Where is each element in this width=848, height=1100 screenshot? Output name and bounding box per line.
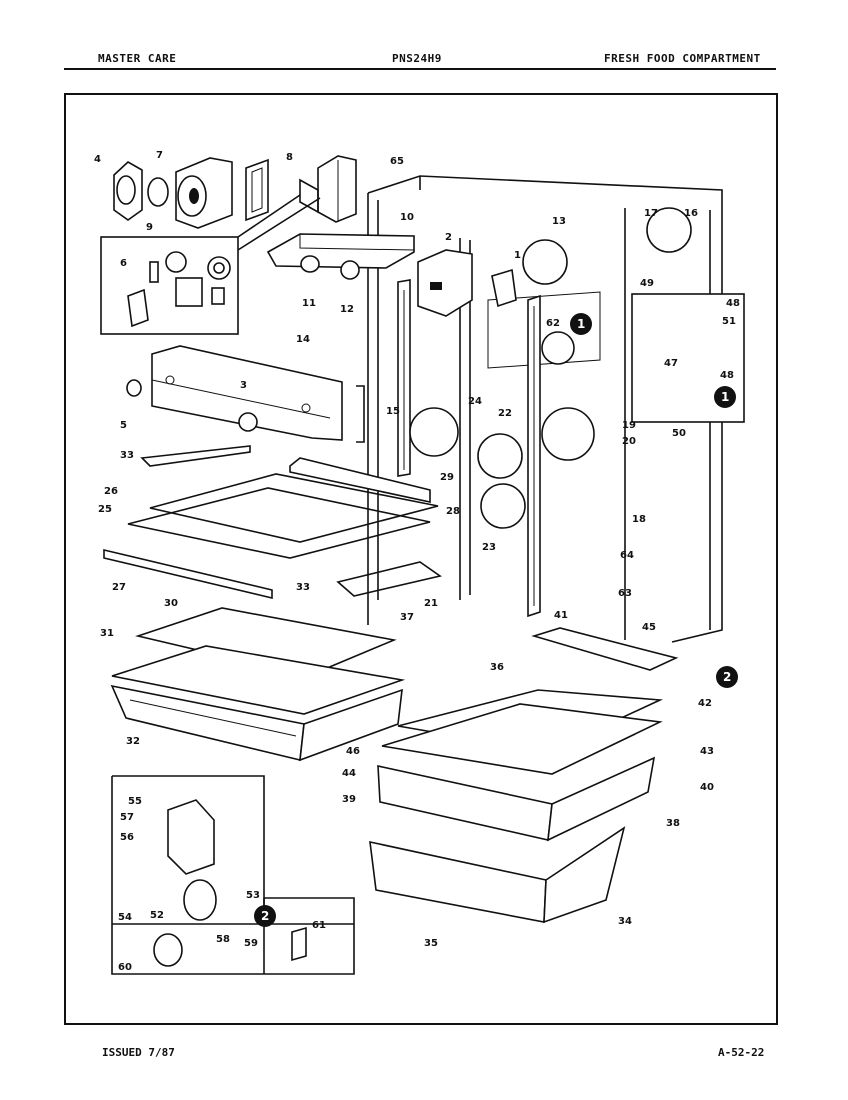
- part-number-22: 22: [498, 408, 512, 419]
- issue-date: ISSUED 7/87: [102, 1046, 175, 1059]
- part-number-8: 8: [286, 152, 293, 163]
- part-number-63: 63: [618, 588, 632, 599]
- part-number-59: 59: [244, 938, 258, 949]
- section-title: FRESH FOOD COMPARTMENT: [604, 52, 761, 65]
- part-number-13: 13: [552, 216, 566, 227]
- part-number-33: 33: [120, 450, 134, 461]
- part-number-2: 2: [445, 232, 452, 243]
- part-number-14: 14: [296, 334, 310, 345]
- part-number-4: 4: [94, 154, 101, 165]
- part-number-46: 46: [346, 746, 360, 757]
- part-number-15: 15: [386, 406, 400, 417]
- part-number-43: 43: [700, 746, 714, 757]
- roller-inset: [111, 775, 355, 975]
- part-number-50: 50: [672, 428, 686, 439]
- part-number-62: 62: [546, 318, 560, 329]
- part-number-61: 61: [312, 920, 326, 931]
- part-number-1: 1: [514, 250, 521, 261]
- part-number-28: 28: [446, 506, 460, 517]
- header-rule: [64, 68, 776, 70]
- part-number-20: 20: [622, 436, 636, 447]
- part-number-17: 17: [644, 208, 658, 219]
- part-number-57: 57: [120, 812, 134, 823]
- callout-1b-icon: [714, 386, 736, 408]
- callout-label: 2: [261, 909, 269, 923]
- part-number-34: 34: [618, 916, 632, 927]
- part-number-26: 26: [104, 486, 118, 497]
- part-number-65: 65: [390, 156, 404, 167]
- part-number-55: 55: [128, 796, 142, 807]
- control-parts: [266, 233, 517, 317]
- duct-cover: [126, 345, 365, 443]
- brand-label: MASTER CARE: [98, 52, 177, 65]
- part-number-44: 44: [342, 768, 356, 779]
- part-number-6: 6: [120, 258, 127, 269]
- part-number-21: 21: [424, 598, 438, 609]
- part-number-64: 64: [620, 550, 634, 561]
- part-number-18: 18: [632, 514, 646, 525]
- part-number-40: 40: [700, 782, 714, 793]
- part-number-54: 54: [118, 912, 132, 923]
- part-number-39: 39: [342, 794, 356, 805]
- part-number-11: 11: [302, 298, 316, 309]
- part-number-3: 3: [240, 380, 247, 391]
- part-number-25: 25: [98, 504, 112, 515]
- part-number-12: 12: [340, 304, 354, 315]
- page-code: A-52-22: [718, 1046, 765, 1059]
- part-number-49: 49: [640, 278, 654, 289]
- left-crisper: [110, 607, 406, 762]
- fan-motor-parts: [113, 155, 357, 229]
- model-number: PNS24H9: [392, 52, 442, 65]
- part-number-53: 53: [246, 890, 260, 901]
- part-number-27: 27: [112, 582, 126, 593]
- callout-label: 1: [577, 317, 585, 331]
- callout-1-icon: [570, 313, 592, 335]
- part-number-10: 10: [400, 212, 414, 223]
- callout-label: 1: [721, 390, 729, 404]
- part-number-41: 41: [554, 610, 568, 621]
- part-number-30: 30: [164, 598, 178, 609]
- part-number-42: 42: [698, 698, 712, 709]
- part-number-38: 38: [666, 818, 680, 829]
- callout-2-icon: [716, 666, 738, 688]
- part-number-23: 23: [482, 542, 496, 553]
- part-number-48: 48: [726, 298, 740, 309]
- part-number-58: 58: [216, 934, 230, 945]
- part-number-9: 9: [146, 222, 153, 233]
- part-number-51: 51: [722, 316, 736, 327]
- part-number-60: 60: [118, 962, 132, 973]
- part-number-37: 37: [400, 612, 414, 623]
- callout-2b-icon: [254, 905, 276, 927]
- part-number-35: 35: [424, 938, 438, 949]
- diagram-frame: [64, 93, 778, 1025]
- part-number-24: 24: [468, 396, 482, 407]
- right-crisper: [369, 627, 679, 924]
- detail-circles: [409, 207, 745, 529]
- part-number-56: 56: [120, 832, 134, 843]
- part-number-7: 7: [156, 150, 163, 161]
- part-number-31: 31: [100, 628, 114, 639]
- part-number-32: 32: [126, 736, 140, 747]
- part-number-16: 16: [684, 208, 698, 219]
- part-number-5: 5: [120, 420, 127, 431]
- shelf-rails: [397, 279, 541, 618]
- callout-label: 2: [723, 670, 731, 684]
- part-number-45: 45: [642, 622, 656, 633]
- inset-light-switch: [100, 194, 321, 335]
- part-number-52: 52: [150, 910, 164, 921]
- part-number-19: 19: [622, 420, 636, 431]
- part-number-48: 48: [720, 370, 734, 381]
- part-number-47: 47: [664, 358, 678, 369]
- part-number-29: 29: [440, 472, 454, 483]
- part-number-36: 36: [490, 662, 504, 673]
- shelf-assembly: [103, 445, 442, 600]
- callout-icons: [254, 313, 738, 927]
- part-number-33: 33: [296, 582, 310, 593]
